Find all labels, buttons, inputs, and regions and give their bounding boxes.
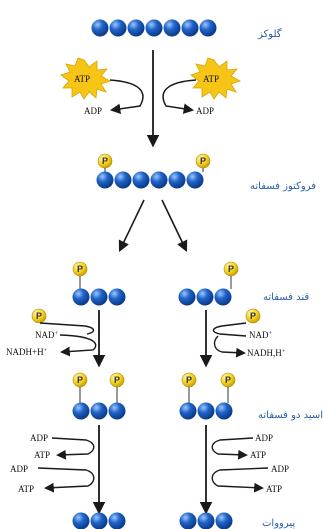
pyruvate-label: پیرووات [262,518,295,529]
svg-text:P: P [77,264,83,274]
fructose-bisphosphate-label: فروکتوز فسفاته [250,181,316,192]
sugar-phosphate-label: قند فسفاته [263,292,309,303]
glucose-molecule [91,19,217,37]
svg-text:P: P [77,375,83,385]
sugar-phosphate-left: P [72,261,126,306]
svg-text:P: P [102,156,108,166]
atp-adp-arrow-right [162,79,197,114]
glucose-label: گلوکز [257,28,282,40]
nadh-right: NADH,H [247,348,282,358]
svg-text:P: P [228,264,234,274]
nad-plus-left: NAD [35,330,55,340]
split-arrow-right [161,199,188,253]
atp-right-label: ATP [203,74,219,84]
bisphosphate-left: P P [72,372,126,420]
svg-text:P: P [186,375,192,385]
bisphosphate-label: اسید دو فسفاته [258,410,323,421]
adp-left-2: ADP [10,464,28,474]
svg-text:NADH+H+: NADH+H+ [6,347,48,357]
adp-right-1: ADP [255,433,273,443]
nad-step-right: P NAD+ NADH,H+ [199,308,286,368]
bisphosphate-right: P P [179,372,236,420]
atp-adp-arrow-left [109,79,144,115]
split-arrow-left [118,199,145,253]
nad-plus-right: NAD [249,330,269,340]
adp-right-label: ADP [196,106,214,116]
adp-left-label: ADP [84,106,102,116]
svg-text:P: P [200,156,206,166]
svg-text:P: P [225,375,231,385]
atp-left-label: ATP [74,74,90,84]
svg-text:NADH,H+: NADH,H+ [247,348,286,358]
atp-burst-right: ATP [190,57,241,100]
adp-left-1: ADP [30,433,48,443]
svg-text:NAD+: NAD+ [35,330,59,340]
adp-right-2: ADP [271,464,289,474]
atp-right-1: ATP [250,450,266,460]
atp-generation-left: ADP ATP ADP ATP [10,425,106,515]
sugar-phosphate-right: P [178,261,239,306]
svg-text:NAD+: NAD+ [249,330,273,340]
atp-left-1: ATP [34,450,50,460]
pyruvate-right [179,512,233,529]
atp-burst-left: ATP [60,57,111,100]
svg-text:P: P [36,311,42,321]
fructose-bisphosphate-molecule: P P [96,153,211,189]
atp-generation-right: ADP ATP ADP ATP [199,425,289,515]
pyruvate-left [72,512,126,529]
atp-left-2: ATP [18,484,34,494]
nad-step-left: P NAD+ NADH+H+ [6,308,106,368]
svg-text:P: P [250,311,256,321]
svg-text:P: P [114,375,120,385]
atp-right-2: ATP [266,484,282,494]
nadh-left: NADH+H [6,347,44,357]
